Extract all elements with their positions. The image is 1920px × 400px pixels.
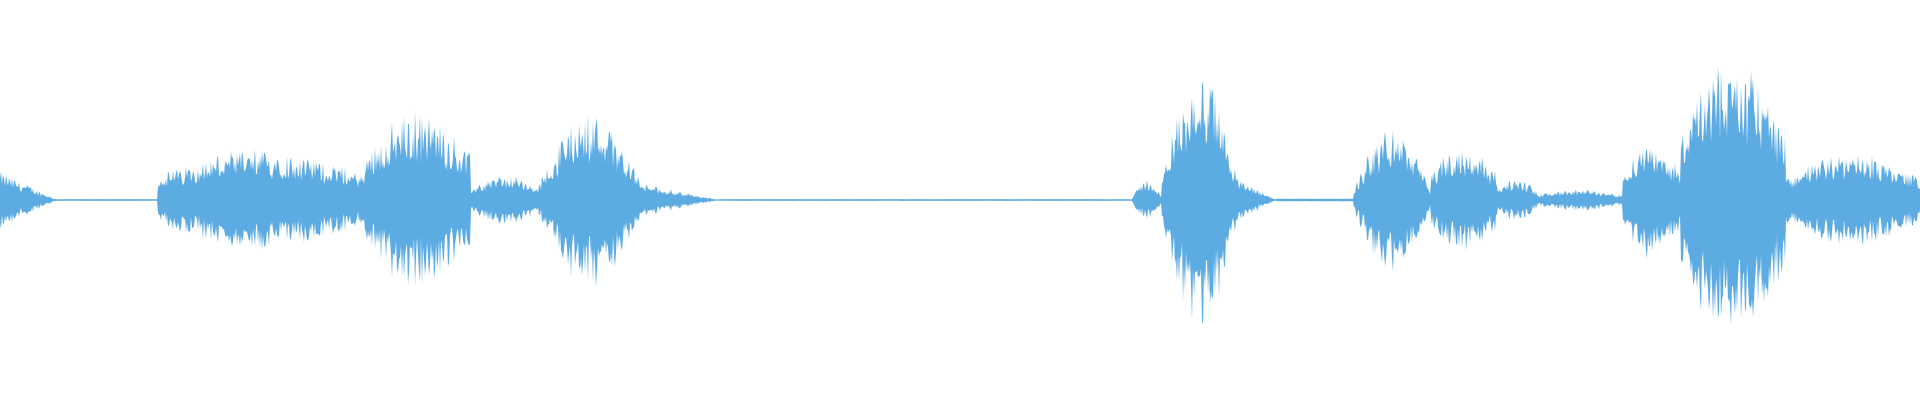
waveform-path xyxy=(0,67,1920,325)
